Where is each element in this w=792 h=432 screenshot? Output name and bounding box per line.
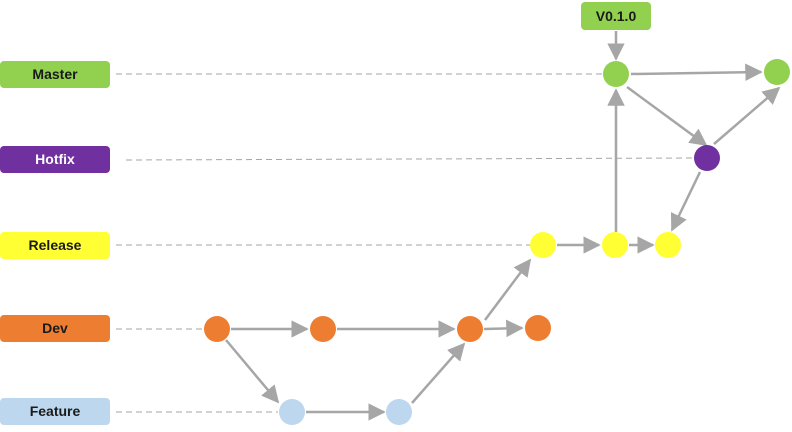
commit-release-1 [530,232,556,258]
commit-dev-1 [204,316,230,342]
lane-master-box [0,61,110,88]
arrow-master-to-hotfix [626,85,708,147]
arrow-feature-to-dev [411,342,466,404]
lane-master: Master [0,61,110,88]
arrow-master-to-master [630,63,763,81]
version-tag-box [581,2,651,30]
arrow-dev-to-feature [225,339,280,404]
lane-release-box [0,232,110,259]
commit-dev-2 [310,316,336,342]
commit-release-2 [602,232,628,258]
lane-release: Release [0,232,110,259]
version-tag-label: V0.1.0 [596,8,637,24]
lane-hotfix-label: Hotfix [35,151,75,167]
lane-feature: Feature [0,398,110,425]
commit-dev-3 [457,316,483,342]
arrow-hotfix-to-master [713,86,781,145]
arrow-dev-3-to-4 [483,319,524,338]
commit-release-3 [655,232,681,258]
commit-hotfix-1 [694,145,720,171]
commit-dev-4 [525,315,551,341]
lane-hotfix: Hotfix [0,146,110,173]
commit-feature-1 [279,399,305,425]
guide-line-hotfix [125,157,695,161]
arrow-dev-to-release [484,258,532,321]
lane-feature-label: Feature [30,403,81,419]
lane-release-label: Release [29,237,82,253]
version-tag: V0.1.0 [581,2,651,30]
lane-dev-label: Dev [42,320,68,336]
lane-feature-box [0,398,110,425]
lane-dev-box [0,315,110,342]
commit-master-1 [603,61,629,87]
commit-master-2 [764,59,790,85]
arrow-hotfix-to-release [670,171,702,232]
commit-feature-2 [386,399,412,425]
lane-dev: Dev [0,315,110,342]
lane-master-label: Master [32,66,78,82]
lane-hotfix-box [0,146,110,173]
